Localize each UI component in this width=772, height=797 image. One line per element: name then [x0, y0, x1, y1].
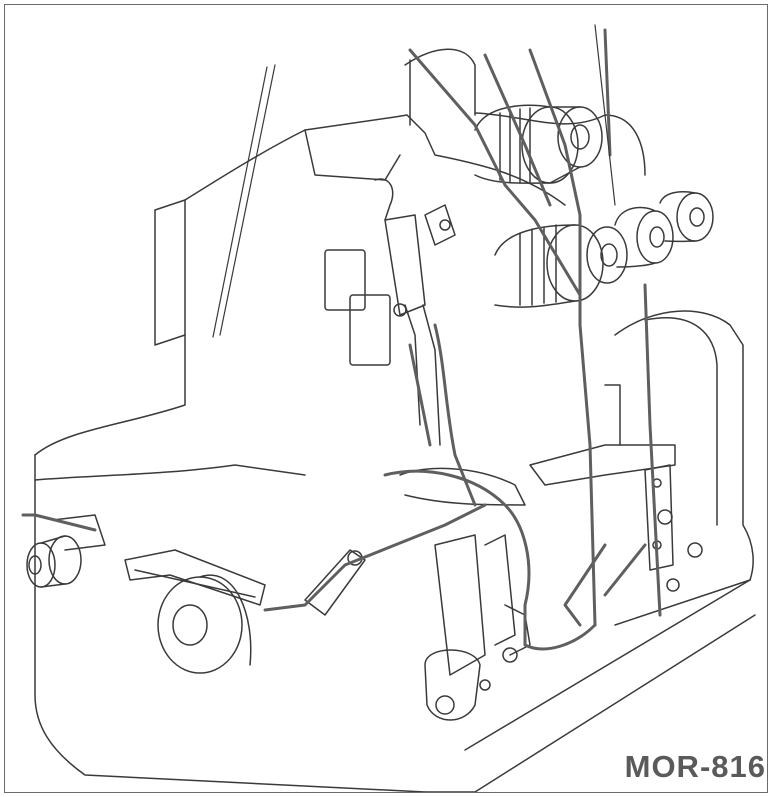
tension-dial-middle [494, 224, 628, 308]
side-tension-dial [26, 514, 106, 588]
thread-paths [21, 28, 662, 651]
thread-guide-bracket [529, 384, 703, 592]
serger-threading-illustration [21, 24, 756, 792]
pulley-wheel [157, 574, 252, 674]
tension-dial-right-2 [659, 191, 714, 243]
thread-stand-poles [212, 24, 616, 338]
model-label: MOR-816 [624, 749, 766, 784]
tension-dial-upper [474, 104, 603, 184]
thread-guide-lever [124, 549, 266, 606]
tension-dial-right-1 [614, 206, 674, 268]
illustration-frame [4, 4, 768, 793]
needle-bar-assembly [324, 178, 456, 446]
machine-body [34, 48, 756, 792]
looper-mechanism [399, 467, 531, 721]
